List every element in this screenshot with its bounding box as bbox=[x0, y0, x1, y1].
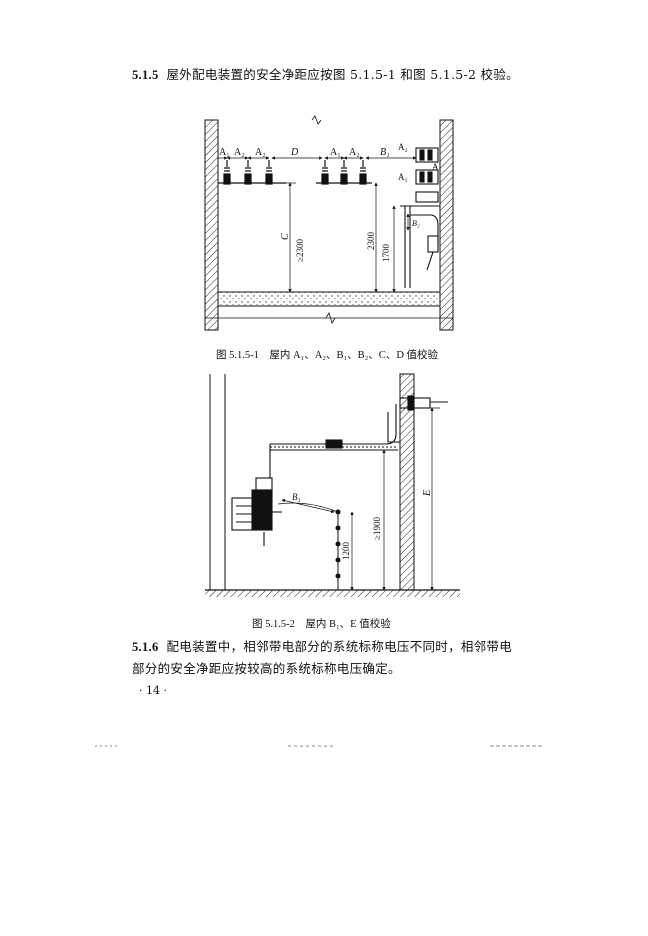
figure-1-caption: 图 5.1.5-1 屋内 A₁、A₂、B₁、B₂、C、D 值校验 bbox=[216, 348, 439, 361]
section-text: 配电装置中，相邻带电部分的系统标称电压不同时，相邻带电部分的安全净距应按较高的系… bbox=[132, 639, 513, 676]
label-e: E bbox=[422, 490, 433, 497]
label-a2: A₂ bbox=[234, 147, 245, 158]
label-1200: 1200 bbox=[341, 542, 351, 561]
label-a2-b: A₂ bbox=[255, 147, 266, 158]
label-d: D bbox=[290, 147, 299, 158]
page-number: · 14 · bbox=[139, 684, 167, 697]
label-a1-b: A₁ bbox=[330, 147, 341, 158]
label-b1-fig2: B₁ bbox=[292, 492, 301, 502]
section-text: 屋外配电装置的安全净距应按图 5.1.5-1 和图 5.1.5-2 校验。 bbox=[166, 67, 519, 82]
figure-5-1-5-2: B₁ 1200 ≥1900 E bbox=[205, 373, 460, 597]
section-number: 5.1.5 bbox=[132, 68, 159, 82]
label-a1-c: A₁ bbox=[432, 162, 442, 172]
figure-2-caption: 图 5.1.5-2 屋内 B₁、E 值校验 bbox=[252, 617, 391, 630]
label-1700: 1700 bbox=[381, 244, 391, 263]
label-2300-ge: ≥2300 bbox=[295, 239, 305, 262]
label-a1-d: A₁ bbox=[398, 172, 408, 182]
figure-5-1-5-1: A₁ A₂ A₂ D A₁ A₂ B₁ A₂ A₁ A₁ B₂ C ≥2300 … bbox=[204, 115, 454, 331]
label-a2-d: A₂ bbox=[398, 142, 408, 152]
label-c: C bbox=[280, 233, 291, 240]
section-number: 5.1.6 bbox=[132, 640, 159, 654]
label-a2-c: A₂ bbox=[349, 147, 360, 158]
section-5-1-5: 5.1.5 屋外配电装置的安全净距应按图 5.1.5-1 和图 5.1.5-2 校… bbox=[132, 64, 524, 86]
label-b1: B₁ bbox=[380, 147, 390, 158]
label-2300: 2300 bbox=[366, 232, 376, 251]
label-a1: A₁ bbox=[219, 147, 230, 158]
label-b2: B₂ bbox=[412, 219, 420, 228]
label-1900: ≥1900 bbox=[372, 517, 382, 540]
